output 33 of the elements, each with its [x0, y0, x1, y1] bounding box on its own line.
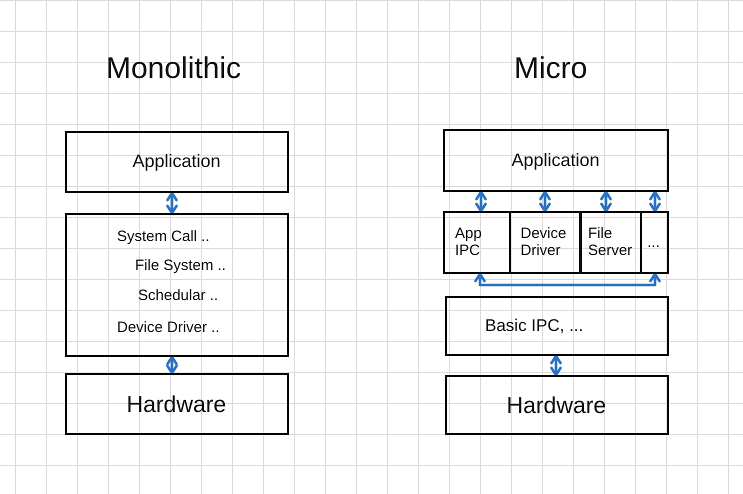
- double-arrow: [649, 190, 661, 212]
- layer-label: Application: [512, 150, 600, 170]
- module-cell: [508, 211, 582, 274]
- module-cell: [640, 211, 669, 274]
- layer-box: [443, 129, 669, 192]
- layer-item: Schedular ..: [138, 287, 218, 304]
- layer-label: Hardware: [126, 390, 226, 417]
- double-arrow: [474, 272, 661, 286]
- double-arrow: [600, 190, 612, 212]
- layer-box: [65, 373, 289, 435]
- module-label: App IPC: [455, 224, 482, 259]
- layer-box: [65, 213, 289, 357]
- column-heading: Micro: [514, 52, 588, 86]
- module-label: File Server: [588, 224, 632, 259]
- layer-label: Basic IPC, ...: [485, 316, 584, 336]
- double-arrow: [550, 354, 562, 376]
- layer-item: Device Driver ..: [117, 319, 220, 336]
- layer-box: [65, 131, 289, 193]
- double-arrow: [166, 356, 178, 374]
- double-arrow: [539, 190, 551, 212]
- double-arrow: [475, 190, 487, 212]
- layer-box: [445, 296, 669, 356]
- layer-label: Hardware: [506, 392, 606, 418]
- module-cell: [579, 211, 642, 274]
- module-cell: [443, 211, 511, 274]
- module-label: Device Driver: [520, 224, 566, 259]
- column-heading: Monolithic: [106, 52, 242, 86]
- module-label: ...: [647, 234, 660, 251]
- layer-label: Application: [132, 151, 221, 172]
- double-arrow: [166, 192, 178, 214]
- layer-item: System Call ..: [117, 228, 210, 246]
- layer-item: File System ..: [135, 257, 226, 274]
- layer-box: [445, 375, 669, 435]
